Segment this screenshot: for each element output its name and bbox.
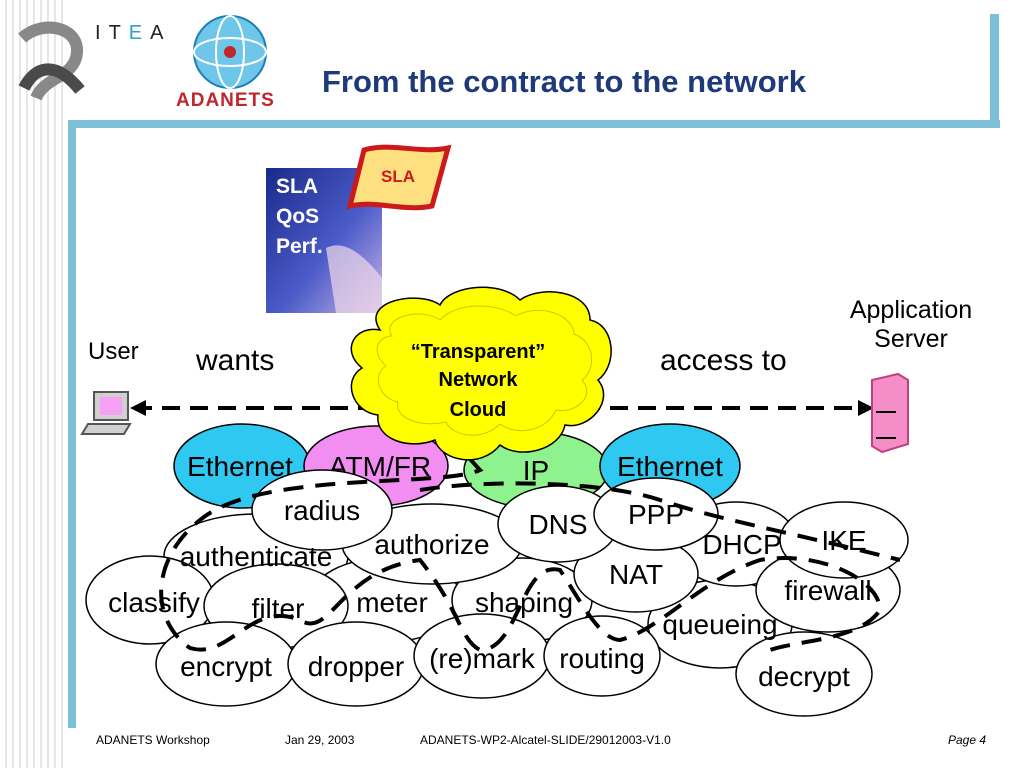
fn-routing-label: routing [559,643,645,674]
footer-doc-id: ADANETS-WP2-Alcatel-SLIDE/29012003-V1.0 [420,733,671,747]
fn-decrypt-label: decrypt [758,661,850,692]
user-computer-icon[interactable] [82,392,130,434]
footer-page-number: Page 4 [948,733,986,747]
cloud-label-line-3: Cloud [450,399,507,421]
fn-remark-label: (re)mark [429,643,536,674]
layer-ip-label: IP [523,455,549,486]
fn-firewall-label: firewall [784,575,871,606]
server-icon[interactable] [872,374,908,452]
fn-dropper-label: dropper [308,651,405,682]
fn-radius-label: radius [284,495,360,526]
cloud-label-line-2: Network [439,369,519,391]
fn-encrypt-label: encrypt [180,651,272,682]
fn-dns-label: DNS [528,509,587,540]
layer-ethernet-right-label: Ethernet [617,451,723,482]
fn-nat-label: NAT [609,559,663,590]
fn-authenticate-label: authenticate [180,541,333,572]
layer-ethernet-left-label: Ethernet [187,451,293,482]
footer-date: Jan 29, 2003 [285,733,354,747]
fn-shaping-label: shaping [475,587,573,618]
fn-dhcp-label: DHCP [702,529,781,560]
fn-queueing-label: queueing [662,609,777,640]
cloud-label-line-1: “Transparent” [411,341,545,363]
fn-meter-label: meter [356,587,428,618]
footer-event: ADANETS Workshop [96,733,210,747]
arrow-left-icon [130,400,146,416]
fn-authorize-label: authorize [374,529,489,560]
fn-classify-label: classify [108,587,200,618]
